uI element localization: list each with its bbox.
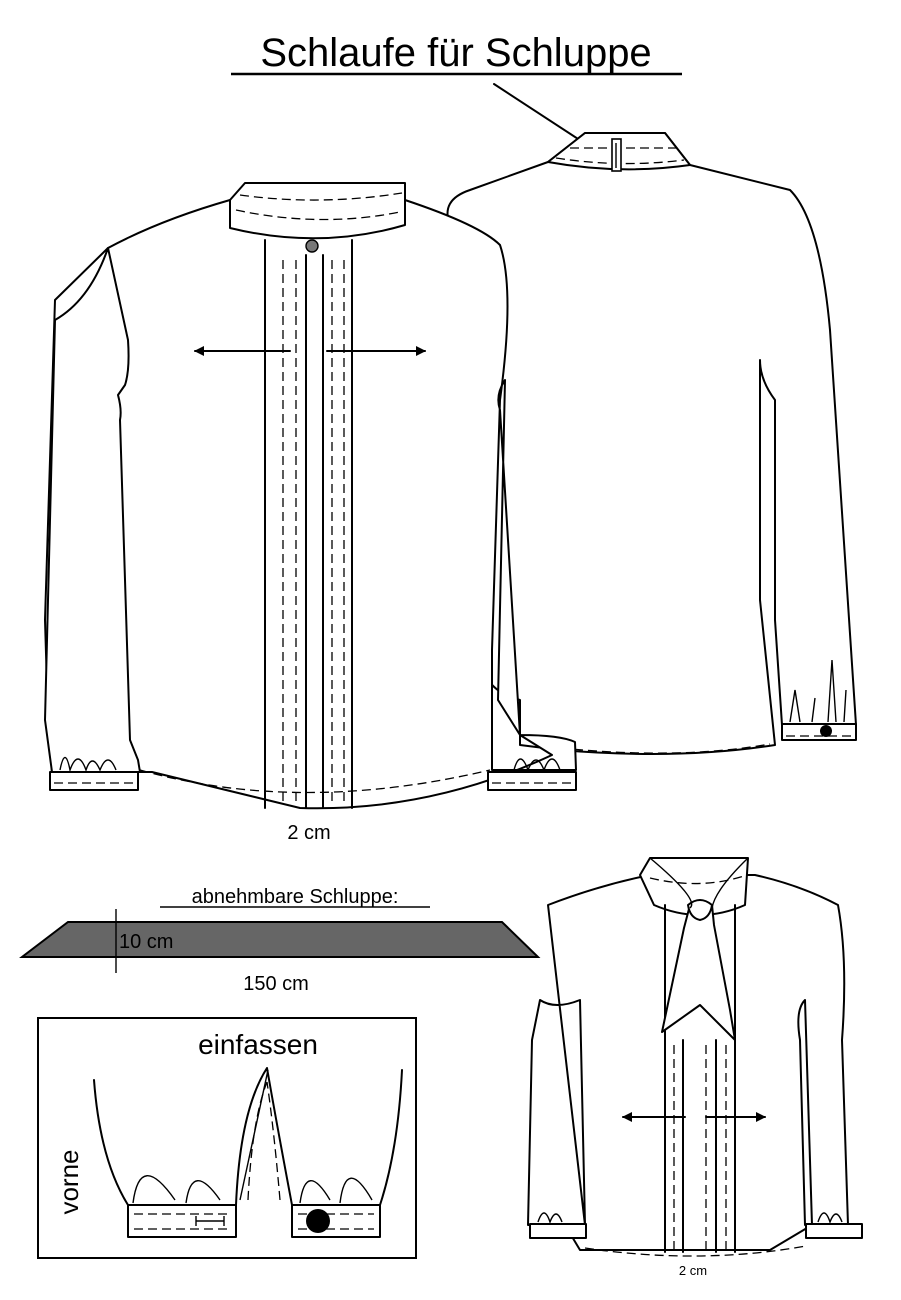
scarf-shape: [19, 921, 541, 958]
back-cuff-button: [820, 725, 832, 737]
collar-button: [305, 239, 319, 253]
tied-scarf: [661, 904, 736, 1041]
binding-cuff-button: [306, 1209, 330, 1233]
front-side-label: vorne: [54, 1149, 84, 1214]
styled-width-label: 2 cm: [679, 1263, 707, 1278]
front-cuff-left: [49, 771, 139, 791]
binding-title: einfassen: [198, 1029, 318, 1060]
front-cuff-right: [487, 771, 577, 791]
styled-cuff-left: [529, 1223, 587, 1239]
binding-detail-box: einfassen vorne: [37, 1017, 417, 1259]
styled-cuff-right: [805, 1223, 863, 1239]
styled-blouse-with-scarf: [527, 857, 863, 1257]
scarf-heading: abnehmbare Schluppe:: [192, 886, 399, 908]
front-view-blouse: [44, 182, 577, 810]
scarf-length-label: 150 cm: [243, 973, 309, 995]
front-width-label: 2 cm: [287, 822, 330, 844]
scarf-height-label: 10 cm: [119, 931, 173, 953]
binding-cuff-right: [291, 1204, 381, 1238]
sheet-title: Schlaufe für Schluppe: [260, 31, 651, 75]
back-cuff: [781, 723, 857, 741]
